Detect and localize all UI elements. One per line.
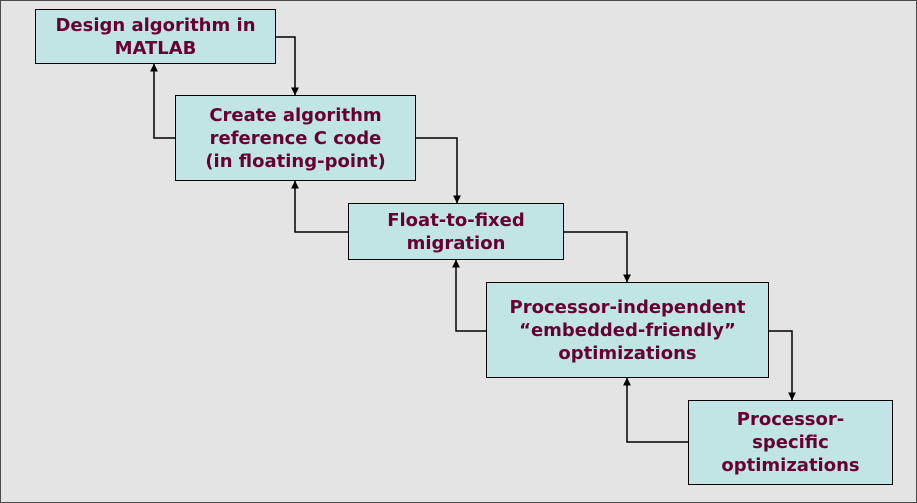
arrow-reference-c-back-to-design (150, 63, 175, 139)
step-design-algorithm-label: Design algorithm in MATLAB (55, 14, 256, 59)
step-processor-independent-label: Processor-independent “embedded-friendly… (509, 296, 746, 364)
step-float-to-fixed-label: Float-to-fixed migration (387, 209, 525, 254)
arrow-reference-c-to-float-to-fixed (416, 137, 461, 204)
step-processor-specific-label: Processor- specific optimizations (721, 409, 860, 476)
step-float-to-fixed: Float-to-fixed migration (348, 203, 564, 260)
step-reference-c-code: Create algorithm reference C code (in fl… (175, 95, 416, 181)
arrow-independent-back-to-float-to-fixed (452, 259, 486, 332)
arrow-specific-back-to-independent (623, 377, 688, 443)
step-processor-specific: Processor- specific optimizations (688, 400, 893, 485)
arrow-independent-to-specific (769, 330, 796, 401)
arrow-float-to-fixed-to-independent (564, 231, 631, 283)
step-processor-independent: Processor-independent “embedded-friendly… (486, 282, 769, 378)
arrow-design-to-reference-c (276, 36, 299, 96)
step-reference-c-code-label: Create algorithm reference C code (in fl… (205, 104, 386, 172)
step-design-algorithm: Design algorithm in MATLAB (35, 9, 276, 64)
arrow-float-to-fixed-back-to-reference-c (291, 180, 348, 233)
